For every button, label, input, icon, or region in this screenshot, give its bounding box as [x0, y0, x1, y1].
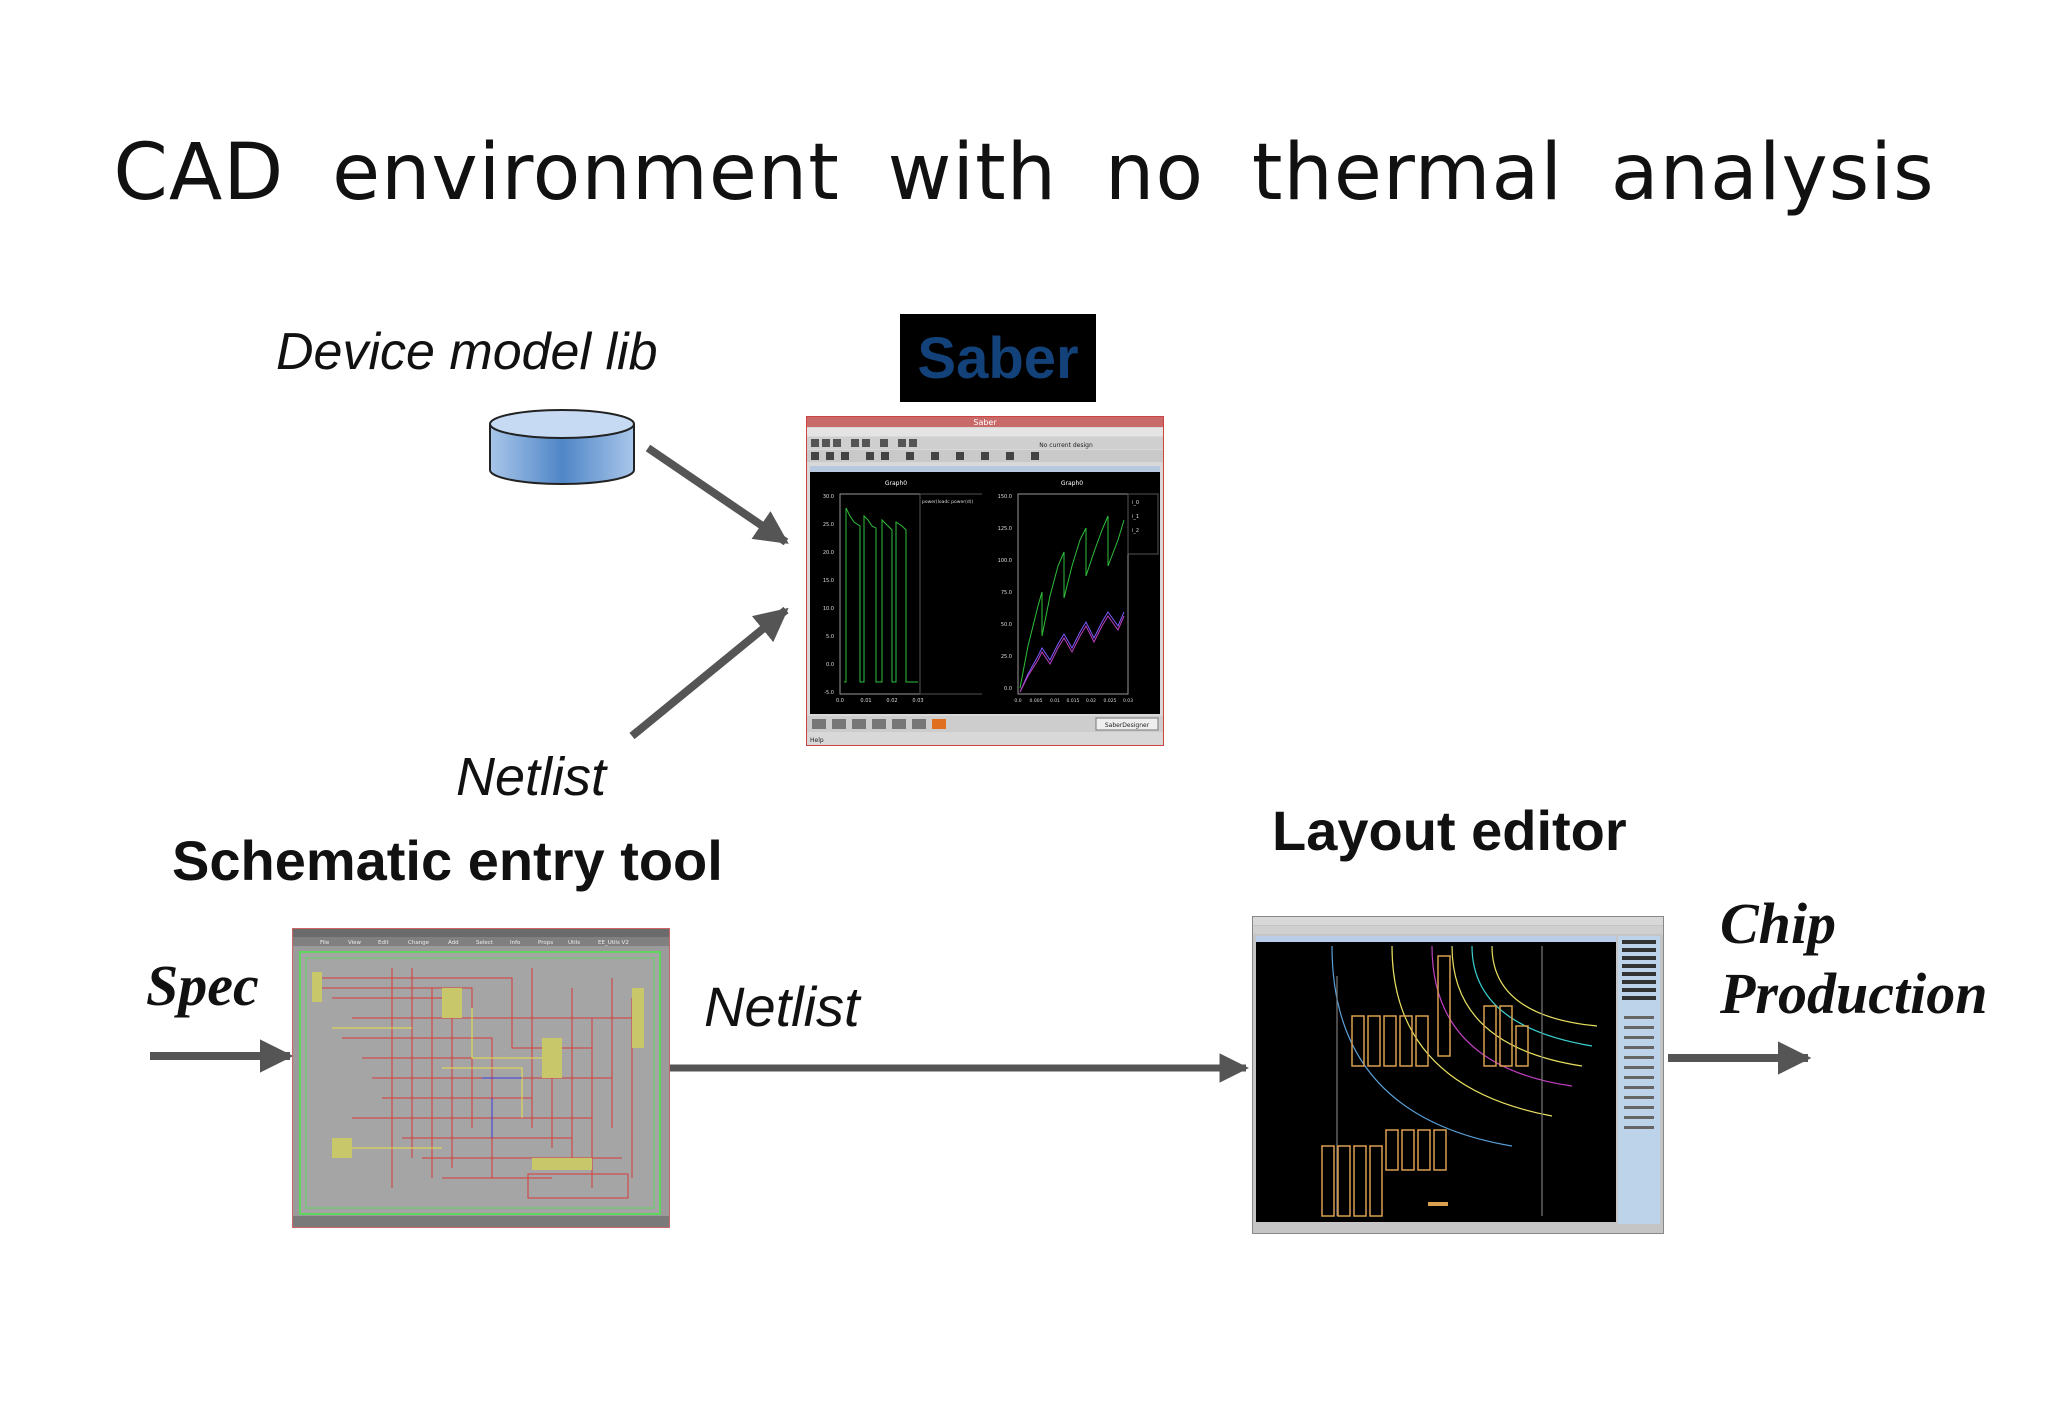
- saber-window-title: Saber: [973, 418, 997, 427]
- svg-text:30.0: 30.0: [823, 494, 834, 500]
- svg-text:-5.0: -5.0: [824, 690, 834, 696]
- device-model-lib-label: Device model lib: [276, 323, 658, 381]
- svg-text:0.015: 0.015: [1067, 698, 1080, 704]
- svg-text:50.0: 50.0: [1001, 622, 1012, 628]
- svg-text:0.02: 0.02: [886, 698, 897, 704]
- layout-editor-label: Layout editor: [1272, 799, 1627, 862]
- arrow-lib-to-saber: [645, 444, 789, 546]
- svg-text:10.0: 10.0: [823, 606, 834, 612]
- svg-text:15.0: 15.0: [823, 578, 834, 584]
- saber-logo: Saber: [900, 314, 1096, 402]
- graph-left-legend: power(loadc power(d)): [922, 499, 973, 505]
- schematic-menubar: File View Edit Change Add Select Info Pr…: [320, 940, 629, 946]
- netlist-top-label: Netlist: [456, 747, 607, 807]
- graph-right-xticks: 0.0 0.005 0.01 0.015 0.02 0.025 0.03: [1014, 698, 1133, 704]
- svg-text:20.0: 20.0: [823, 550, 834, 556]
- svg-text:Change: Change: [408, 940, 430, 946]
- schematic-entry-tool-label: Schematic entry tool: [172, 829, 723, 892]
- svg-text:Edit: Edit: [378, 940, 389, 946]
- graph-right-title: Graph0: [1061, 480, 1083, 487]
- svg-text:i_1: i_1: [1132, 514, 1139, 520]
- svg-text:Info: Info: [510, 940, 521, 946]
- svg-text:0.0: 0.0: [836, 698, 844, 704]
- svg-text:25.0: 25.0: [1001, 654, 1012, 660]
- graph-left-xticks: 0.0 0.01 0.02 0.03: [836, 698, 924, 704]
- saber-status: No current design: [1039, 442, 1093, 449]
- svg-text:i_0: i_0: [1132, 500, 1139, 506]
- svg-text:0.01: 0.01: [860, 698, 871, 704]
- svg-text:0.03: 0.03: [1123, 698, 1133, 704]
- saber-help: Help: [810, 737, 824, 744]
- svg-text:File: File: [320, 940, 330, 946]
- svg-text:Add: Add: [448, 940, 459, 946]
- svg-text:0.025: 0.025: [1104, 698, 1117, 704]
- svg-text:25.0: 25.0: [823, 522, 834, 528]
- svg-text:Props: Props: [538, 940, 553, 946]
- svg-text:0.03: 0.03: [912, 698, 923, 704]
- svg-text:0.02: 0.02: [1086, 698, 1096, 704]
- svg-text:EE_Utils V2: EE_Utils V2: [598, 940, 629, 946]
- graph-left-title: Graph0: [885, 480, 907, 487]
- svg-text:Select: Select: [476, 940, 494, 946]
- saber-logo-text: Saber: [917, 325, 1079, 391]
- database-icon: [489, 409, 635, 485]
- chip-label: Chip: [1720, 891, 1837, 956]
- svg-text:75.0: 75.0: [1001, 590, 1012, 596]
- svg-text:100.0: 100.0: [998, 558, 1012, 564]
- svg-text:i_2: i_2: [1132, 528, 1139, 534]
- graph-right-yticks: 150.0 125.0 100.0 75.0 50.0 25.0 0.0: [998, 494, 1012, 692]
- svg-text:0.005: 0.005: [1030, 698, 1043, 704]
- netlist-bottom-label: Netlist: [704, 975, 860, 1038]
- saber-window: Saber No current design Graph0 power(loa…: [806, 416, 1164, 746]
- graph-right-legend: i_0 i_1 i_2: [1132, 500, 1139, 534]
- svg-text:5.0: 5.0: [826, 634, 834, 640]
- spec-label: Spec: [146, 953, 259, 1018]
- page-title: CAD environment with no thermal analysis: [113, 128, 1935, 218]
- svg-text:Utils: Utils: [568, 940, 580, 946]
- production-label: Production: [1720, 961, 1988, 1026]
- schematic-window: File View Edit Change Add Select Info Pr…: [292, 928, 670, 1228]
- svg-text:125.0: 125.0: [998, 526, 1012, 532]
- svg-text:0.01: 0.01: [1050, 698, 1060, 704]
- layout-window: [1252, 916, 1664, 1234]
- svg-text:View: View: [348, 940, 362, 946]
- svg-text:0.0: 0.0: [826, 662, 834, 668]
- graph-left-yticks: 30.0 25.0 20.0 15.0 10.0 5.0 0.0 -5.0: [823, 494, 834, 696]
- saber-designer-brand: SaberDesigner: [1105, 722, 1150, 729]
- arrow-netlist-to-saber: [629, 606, 789, 740]
- svg-text:0.0: 0.0: [1014, 698, 1021, 704]
- svg-text:0.0: 0.0: [1004, 686, 1012, 692]
- svg-text:150.0: 150.0: [998, 494, 1012, 500]
